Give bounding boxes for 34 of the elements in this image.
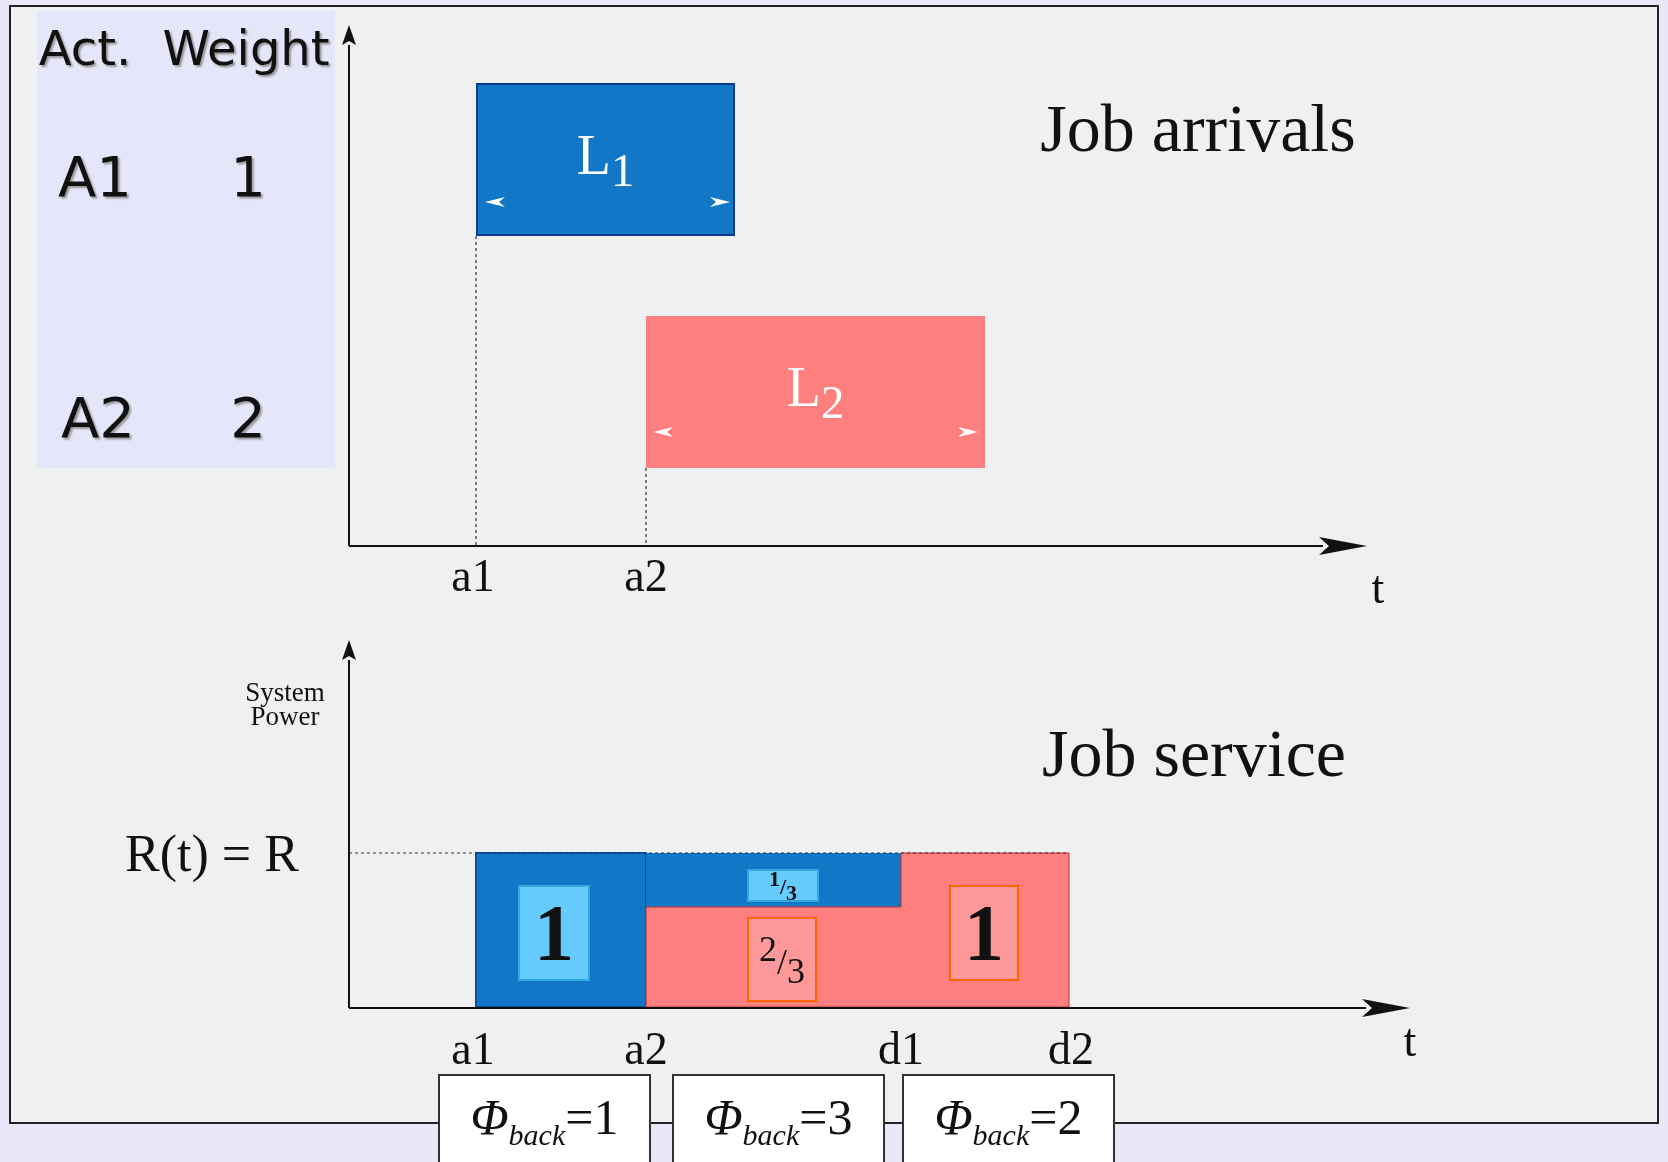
- share-box: [747, 917, 817, 1002]
- share-box: [518, 885, 590, 981]
- formula-text: Φ$_{back}$=3: [704, 1088, 853, 1152]
- share-value: 1: [534, 887, 574, 979]
- axis-label: t: [1371, 560, 1385, 614]
- tick-label: a2: [624, 1021, 668, 1075]
- axis-label: R(t) = R: [125, 823, 299, 883]
- bar-label: L$_{1}$: [576, 122, 635, 197]
- job-bar: [646, 316, 985, 468]
- formula-box: [672, 1074, 885, 1162]
- formula-box: [438, 1074, 651, 1162]
- chart-title: Job arrivals: [1040, 88, 1356, 168]
- formula-box: [902, 1074, 1115, 1162]
- table-header: Weight: [162, 20, 330, 76]
- chart-title: Job service: [1042, 713, 1346, 793]
- tick-label: d2: [1048, 1021, 1094, 1075]
- share-box: [747, 869, 819, 902]
- tick-label: a1: [451, 548, 495, 602]
- formula-text: Φ$_{back}$=2: [934, 1088, 1083, 1152]
- table-cell: 2: [230, 384, 266, 450]
- share-box: [949, 885, 1019, 981]
- table-cell: 1: [230, 143, 266, 209]
- table-cell: A2: [61, 384, 135, 450]
- tick-label: d1: [878, 1021, 924, 1075]
- table-cell: A1: [58, 143, 132, 209]
- job-bar: [476, 83, 735, 236]
- axis-label: t: [1403, 1013, 1417, 1067]
- axis-label: System Power: [244, 679, 326, 729]
- table-header: Act.: [38, 20, 132, 76]
- tick-label: a1: [451, 1021, 495, 1075]
- tick-label: a2: [624, 548, 668, 602]
- bar-label: L$_{2}$: [786, 354, 845, 430]
- share-value: 1: [964, 887, 1004, 979]
- formula-text: Φ$_{back}$=1: [470, 1088, 619, 1152]
